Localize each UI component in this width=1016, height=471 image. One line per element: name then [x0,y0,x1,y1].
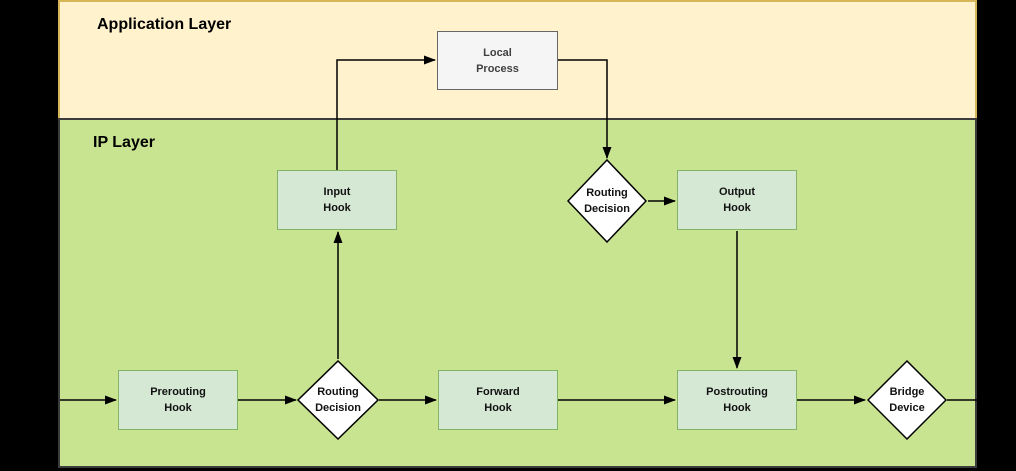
node-output-hook-label: Output Hook [718,186,756,214]
node-prerouting-hook-label: Prerouting Hook [150,386,206,414]
diamond-shape [567,159,647,243]
diamond-shape [297,360,379,440]
node-forward-hook-label: Forward Hook [476,386,520,414]
node-local-process: Local Process [437,31,558,90]
node-output-hook: Output Hook [677,170,797,230]
application-layer: Application Layer [58,0,977,118]
node-local-process-label: Local Process [476,46,519,75]
node-routing-decision-bottom-label: Routing Decision [315,386,361,414]
node-bridge-device-label: Bridge Device [889,386,925,414]
application-layer-title: Application Layer [97,16,232,33]
node-routing-decision-top-label: Routing Decision [584,187,630,215]
node-input-hook-label: Input Hook [323,186,351,214]
node-postrouting-hook-label: Postrouting Hook [706,386,768,414]
node-input-hook: Input Hook [277,170,397,230]
node-prerouting-hook: Prerouting Hook [118,370,238,430]
ip-layer-title: IP Layer [93,134,155,151]
node-routing-decision-bottom: Routing Decision [297,360,379,440]
node-forward-hook: Forward Hook [438,370,558,430]
node-routing-decision-top: Routing Decision [567,159,647,243]
node-postrouting-hook: Postrouting Hook [677,370,797,430]
node-bridge-device: Bridge Device [867,360,947,440]
diamond-shape [867,360,947,440]
